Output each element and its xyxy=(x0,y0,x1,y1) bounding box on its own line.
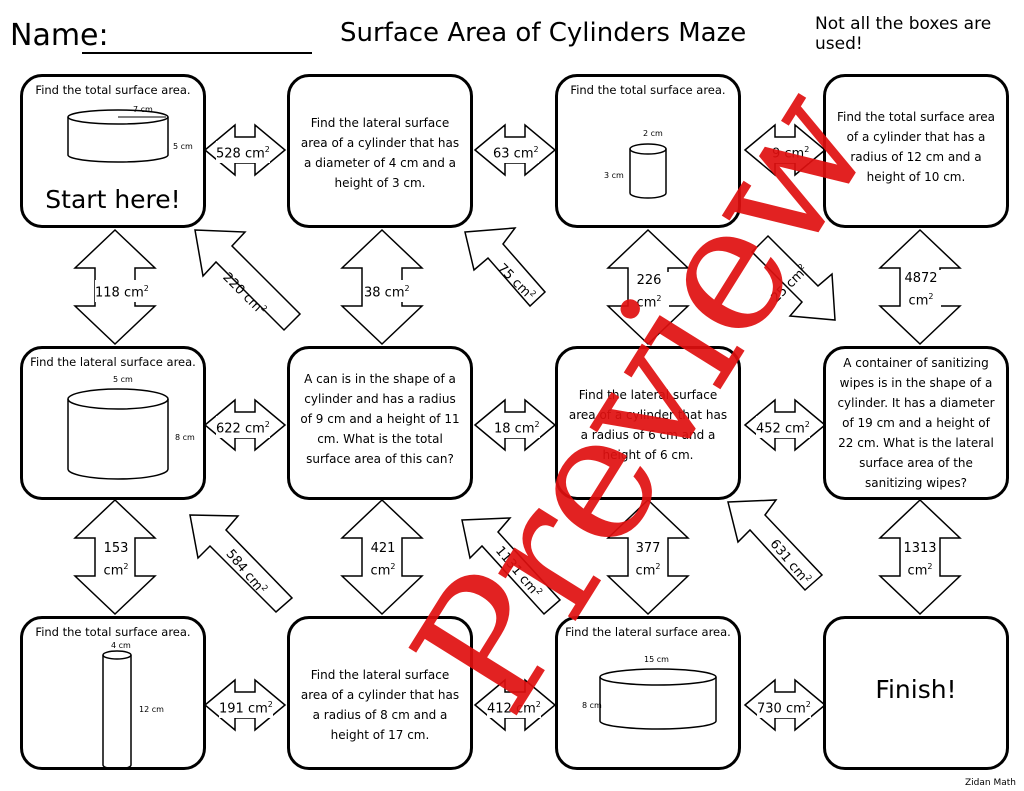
arrow-label: 9 cm2 xyxy=(772,141,810,164)
finish-label: Finish! xyxy=(875,675,957,704)
box-heading: Find the total surface area. xyxy=(570,83,726,97)
maze-box: Find the lateral surface area. 15 cm 8 c… xyxy=(555,616,741,770)
arrow-label: 730 cm2 xyxy=(757,696,811,719)
box-question: A container of sanitizing wipes is in th… xyxy=(837,356,995,490)
arrow-d-r12-b xyxy=(464,227,547,308)
instruction-note: Not all the boxes are used! xyxy=(815,14,992,54)
height-label: 3 cm xyxy=(604,171,624,180)
box-heading: Find the lateral surface area. xyxy=(30,355,196,369)
arrow-d-r23-b xyxy=(461,517,562,616)
box-question: Find the lateral surface area of a cylin… xyxy=(300,116,460,190)
name-label: Name: xyxy=(10,18,109,53)
radius-label: 2 cm xyxy=(643,129,663,138)
arrow-label: 191 cm2 xyxy=(219,696,273,719)
maze-box: Find the lateral surface area. 5 cm 8 cm xyxy=(20,346,206,500)
box-heading: Find the lateral surface area. xyxy=(565,625,731,639)
maze-box: Find the total surface area. 4 cm 12 cm xyxy=(20,616,206,770)
radius-label: 15 cm xyxy=(644,655,669,664)
start-label: Start here! xyxy=(45,185,181,214)
arrow-label: 63 cm2 xyxy=(493,141,539,164)
box-question: A can is in the shape of a cylinder and … xyxy=(300,372,460,466)
arrow-label: 421 cm2 xyxy=(365,540,401,581)
maze-box-finish: Finish! xyxy=(823,616,1009,770)
box-question: Find the lateral surface area of a cylin… xyxy=(300,668,460,742)
page-title: Surface Area of Cylinders Maze xyxy=(340,18,747,48)
credit-text: Zidan Math xyxy=(965,778,1016,788)
maze-box: A can is in the shape of a cylinder and … xyxy=(287,346,473,500)
arrow-label: 528 cm2 xyxy=(216,141,270,164)
arrow-label: 118 cm2 xyxy=(95,280,149,303)
radius-label: 5 cm xyxy=(113,375,133,384)
cylinder-figure xyxy=(599,668,717,730)
maze-box: A container of sanitizing wipes is in th… xyxy=(823,346,1009,500)
cylinder-figure xyxy=(67,388,169,480)
arrow-label: 412 cm2 xyxy=(487,696,541,719)
box-heading: Find the total surface area. xyxy=(35,83,191,97)
arrow-label: 452 cm2 xyxy=(756,416,810,439)
box-heading: Find the total surface area. xyxy=(35,625,191,639)
arrow-d-r23-c xyxy=(727,499,824,592)
height-label: 5 cm xyxy=(173,142,193,151)
height-label: 8 cm xyxy=(175,433,195,442)
radius-label: 7 cm xyxy=(133,105,153,114)
arrow-d-r12-a xyxy=(194,229,302,332)
cylinder-figure xyxy=(629,143,667,199)
arrow-d-r23-a xyxy=(189,514,294,614)
name-blank-line[interactable] xyxy=(82,52,312,54)
radius-label: 4 cm xyxy=(111,641,131,650)
height-label: 12 cm xyxy=(139,705,164,714)
arrow-label: 18 cm2 xyxy=(494,416,540,439)
maze-box: Find the total surface area. 2 cm 3 cm xyxy=(555,74,741,228)
arrow-label: 38 cm2 xyxy=(364,280,410,303)
maze-box: Find the lateral surface area of a cylin… xyxy=(555,346,741,500)
arrow-d-r12-c xyxy=(750,234,836,321)
maze-box: Find the lateral surface area of a cylin… xyxy=(287,616,473,770)
arrow-label: 622 cm2 xyxy=(216,416,270,439)
cylinder-figure xyxy=(102,650,132,770)
maze-box: Find the total surface area of a cylinde… xyxy=(823,74,1009,228)
cylinder-figure xyxy=(67,109,169,163)
maze-box: Find the lateral surface area of a cylin… xyxy=(287,74,473,228)
box-question: Find the lateral surface area of a cylin… xyxy=(568,388,728,462)
maze-box-start: Find the total surface area. 7 cm 5 cm S… xyxy=(20,74,206,228)
box-question: Find the total surface area of a cylinde… xyxy=(836,110,996,184)
arrow-label: 226 cm2 xyxy=(629,272,669,313)
height-label: 8 cm xyxy=(582,701,602,710)
